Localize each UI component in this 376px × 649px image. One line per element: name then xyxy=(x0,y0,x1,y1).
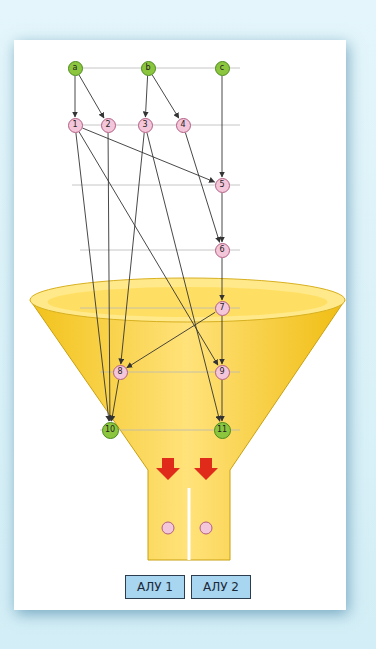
graph-node: 1 xyxy=(68,118,83,133)
node-label: 2 xyxy=(105,121,110,129)
dataflow-arrow xyxy=(222,193,223,242)
node-label: c xyxy=(220,64,224,72)
node-label: 11 xyxy=(217,426,227,434)
dataflow-arrow xyxy=(127,312,215,367)
node-label: b xyxy=(145,64,150,72)
node-label: 7 xyxy=(219,304,224,312)
graph-node: 5 xyxy=(215,178,230,193)
graph-node: 4 xyxy=(176,118,191,133)
graph-node: b xyxy=(141,61,156,76)
graph-node: 2 xyxy=(101,118,116,133)
node-label: a xyxy=(73,64,78,72)
dataflow-arrow xyxy=(76,133,109,421)
graph-node: 8 xyxy=(113,365,128,380)
alu-label: АЛУ 1 xyxy=(137,581,173,593)
node-label: 6 xyxy=(219,246,224,254)
graph-node: 7 xyxy=(215,301,230,316)
dataflow-arrow xyxy=(147,133,220,422)
alu-box: АЛУ 1 xyxy=(125,575,185,599)
graph-node: c xyxy=(215,61,230,76)
node-label: 3 xyxy=(142,121,147,129)
dataflow-arrow xyxy=(145,76,147,117)
dataflow-arrow xyxy=(75,76,76,117)
node-label: 10 xyxy=(105,426,115,434)
node-label: 1 xyxy=(72,121,77,129)
dataflow-arrow xyxy=(222,316,223,364)
dataflow-arrow xyxy=(222,380,223,421)
graph-node: 10 xyxy=(102,422,119,439)
graph-node: 11 xyxy=(214,422,231,439)
dataflow-arrow xyxy=(112,380,119,421)
graph-node: 9 xyxy=(215,365,230,380)
node-label: 9 xyxy=(219,368,224,376)
node-label: 4 xyxy=(180,121,185,129)
dataflow-arrow xyxy=(121,133,144,364)
dataflow-arrow xyxy=(108,133,110,421)
dataflow-arrow xyxy=(152,75,179,118)
node-label: 5 xyxy=(219,181,224,189)
dataflow-arrow xyxy=(79,75,104,118)
graph-node: 3 xyxy=(138,118,153,133)
dataflow-arrow xyxy=(222,258,223,300)
dataflow-arrow xyxy=(82,128,214,182)
graph-node: a xyxy=(68,61,83,76)
alu-label: АЛУ 2 xyxy=(203,581,239,593)
alu-box: АЛУ 2 xyxy=(191,575,251,599)
graph-node: 6 xyxy=(215,243,230,258)
dataflow-arrow xyxy=(222,76,223,177)
node-label: 8 xyxy=(117,368,122,376)
